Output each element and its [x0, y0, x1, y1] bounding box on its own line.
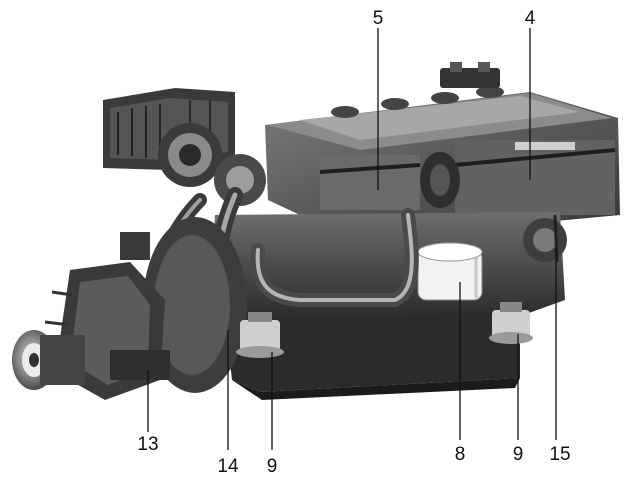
engine-mount-right — [489, 302, 533, 344]
turbocharger — [158, 123, 266, 206]
callout-13: 13 — [137, 434, 158, 455]
callout-14: 14 — [217, 456, 239, 477]
callout-8: 8 — [455, 444, 466, 465]
callout-9a: 9 — [267, 456, 278, 477]
callout-9b: 9 — [513, 444, 524, 465]
callout-labels: 5 4 13 14 9 8 9 15 — [137, 8, 570, 477]
valve-cover — [265, 86, 620, 222]
callout-5: 5 — [373, 8, 384, 29]
callout-4: 4 — [525, 8, 536, 29]
output-flange — [12, 330, 85, 390]
flywheel-housing — [55, 217, 247, 400]
oil-filter — [417, 242, 483, 301]
callout-15: 15 — [549, 444, 570, 465]
leader-lines — [147, 28, 557, 450]
top-fitting — [440, 62, 500, 88]
engine-illustration — [12, 62, 620, 400]
left-bracket — [44, 232, 150, 327]
